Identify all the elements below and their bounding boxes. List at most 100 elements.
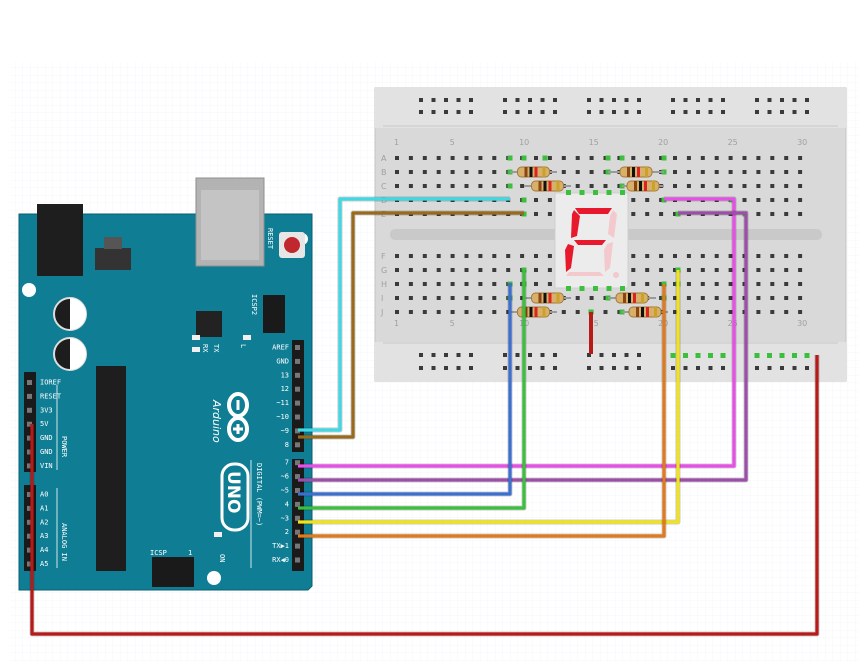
reset-button-cap[interactable] <box>284 237 300 253</box>
voltage-regulator <box>95 248 131 270</box>
digital-header-upper <box>292 340 304 452</box>
rail-hole <box>721 366 725 370</box>
segment-dp <box>613 272 619 278</box>
breadboard-hole <box>589 156 594 160</box>
resistor-band <box>628 293 631 303</box>
row-letter: A <box>381 154 387 163</box>
wire-magenta <box>298 197 736 468</box>
rail-hole <box>780 366 784 370</box>
breadboard-hole <box>422 296 427 300</box>
display-pin <box>566 190 571 195</box>
breadboard-hole <box>464 254 469 258</box>
rail-hole <box>599 98 604 102</box>
rail-hole <box>528 110 532 114</box>
rail-hole <box>456 353 461 357</box>
digital-pin-label: ~10 <box>276 413 289 421</box>
power-pin <box>27 421 32 427</box>
breadboard-hole <box>714 268 719 272</box>
rail-hole <box>503 110 507 114</box>
usb-connector-inner <box>201 190 259 260</box>
rail-hole <box>599 366 604 370</box>
breadboard-hole <box>547 254 552 258</box>
digital-pin-label: GND <box>276 357 289 365</box>
breadboard-hole <box>756 170 761 174</box>
breadboard-hole <box>700 268 705 272</box>
breadboard-hole <box>673 170 677 174</box>
rail-hole <box>540 366 545 370</box>
rail-hole <box>624 110 629 114</box>
breadboard-hole <box>700 184 705 188</box>
digital-pin-label: RX◀0 <box>272 556 289 564</box>
breadboard-hole <box>798 212 803 216</box>
digital-pin <box>295 442 300 448</box>
tx-led <box>192 347 200 352</box>
breadboard-hole <box>464 156 469 160</box>
resistor-band <box>538 293 542 303</box>
breadboard-hole <box>395 310 399 314</box>
breadboard-hole <box>645 282 650 286</box>
breadboard-hole <box>700 296 705 300</box>
power-pin-label: 5V <box>40 420 49 428</box>
breadboard-hole <box>784 254 789 258</box>
breadboard-bottom-rail <box>375 342 846 381</box>
l-led <box>243 335 251 340</box>
breadboard-hole <box>756 212 761 216</box>
wire-red-5v <box>30 355 819 636</box>
breadboard-hole <box>631 212 636 216</box>
digital-pin-label: TX▶1 <box>272 542 289 550</box>
breadboard-hole <box>770 184 775 188</box>
wire-green <box>298 270 526 510</box>
breadboard-hole <box>547 212 552 216</box>
used-hole <box>619 155 625 161</box>
rx-label: RX <box>201 344 209 353</box>
breadboard-hole <box>798 156 803 160</box>
breadboard-hole <box>422 310 427 314</box>
rail-hole <box>456 110 461 114</box>
rail-hole <box>612 110 616 114</box>
rail-hole <box>469 353 473 357</box>
rail-hole <box>683 98 688 102</box>
breadboard-hole <box>534 156 538 160</box>
breadboard-hole <box>395 184 399 188</box>
breadboard-hole <box>770 254 775 258</box>
rail-hole <box>503 366 507 370</box>
breadboard-hole <box>395 156 399 160</box>
digital-pin-label: 13 <box>281 371 289 379</box>
digital-pin <box>295 386 300 392</box>
breadboard-hole <box>770 198 775 202</box>
breadboard-hole <box>492 268 497 272</box>
rail-hole <box>419 366 423 370</box>
breadboard-hole <box>784 184 789 188</box>
column-number: 15 <box>589 319 599 328</box>
breadboard-hole <box>659 156 664 160</box>
breadboard-hole <box>436 296 441 300</box>
segment-e <box>565 244 574 272</box>
breadboard-hole <box>756 296 761 300</box>
breadboard-hole <box>492 184 497 188</box>
breadboard-hole <box>436 268 441 272</box>
breadboard-hole <box>575 310 580 314</box>
digital-header-lower <box>292 459 304 571</box>
rail-hole <box>721 98 725 102</box>
breadboard-hole <box>547 156 552 160</box>
breadboard-hole <box>450 184 455 188</box>
breadboard-hole <box>631 268 636 272</box>
rail-hole <box>469 366 473 370</box>
resistor-band <box>556 293 560 303</box>
segment-b <box>608 210 617 238</box>
resistor-band <box>644 181 647 191</box>
resistor-band <box>652 181 655 191</box>
breadboard-hole <box>561 156 566 160</box>
rail-hole <box>587 110 591 114</box>
resistor-band <box>534 167 538 177</box>
breadboard-hole <box>798 170 803 174</box>
row-letter: F <box>381 252 386 261</box>
rail-hole <box>721 110 725 114</box>
analog-pin-label: A5 <box>40 560 48 568</box>
resistor-band <box>645 167 648 177</box>
breadboard-hole <box>478 296 483 300</box>
display-pins <box>566 190 625 291</box>
breadboard-hole <box>631 198 636 202</box>
